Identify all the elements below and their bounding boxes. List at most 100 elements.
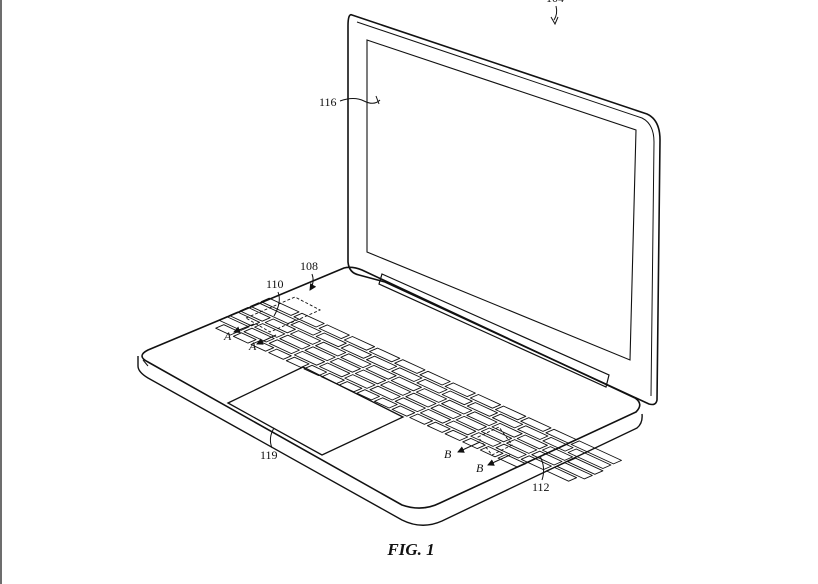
ref-112: 112 (532, 455, 550, 494)
keyboard-key (380, 381, 412, 396)
keyboard-key (365, 364, 397, 380)
keyboard-key (426, 421, 451, 433)
keyboard-key (369, 385, 401, 401)
keyboard-key (441, 390, 473, 406)
keyboard-key (441, 399, 473, 415)
keyboard-key (520, 455, 552, 471)
hinge (378, 273, 610, 388)
ref-116: 116 (319, 95, 381, 109)
keyboard-key (394, 359, 426, 374)
keyboard-key (268, 339, 300, 355)
keyboard-key (495, 443, 527, 459)
keyboard-key (293, 312, 325, 328)
keyboard-key (419, 370, 451, 386)
keyboard-key (492, 413, 524, 429)
keyboard-key (315, 332, 347, 348)
keyboard-key (567, 457, 604, 475)
keyboard-key (556, 462, 593, 480)
keyboard-key (354, 369, 387, 385)
keyboard-key (430, 404, 462, 420)
keyboard-key (344, 374, 376, 389)
section-arrow-a2: A (248, 334, 277, 353)
ref-108: 108 (300, 259, 318, 291)
keyboard-key (470, 432, 502, 447)
section-label-a1: A (223, 329, 232, 343)
key-region-outline-b (477, 426, 513, 456)
keyboard-key (542, 436, 574, 452)
keyboard-key (506, 439, 538, 454)
keyboard-key (444, 382, 476, 398)
keyboard-key (462, 437, 486, 450)
section-arrow-b1: B (444, 441, 481, 461)
keyboard-key (315, 341, 347, 357)
keyboard-key (329, 357, 361, 373)
keyboard-key (343, 336, 376, 351)
keyboard-key (466, 411, 498, 427)
section-label-b1: B (444, 447, 452, 461)
section-arrow-a1: A (223, 323, 255, 343)
section-label-a2: A (248, 339, 257, 353)
keyboard-key (497, 454, 527, 468)
keyboard-key (340, 353, 372, 369)
keyboard-key (479, 446, 504, 458)
keyboard-key (531, 450, 563, 466)
ref-110: 110 (266, 277, 284, 317)
keyboard-key (304, 346, 336, 362)
keyboard-key (405, 392, 437, 408)
keyboard (215, 297, 622, 482)
ref-116-label: 116 (319, 95, 337, 109)
keyboard-key (340, 344, 372, 359)
keyboard-key (570, 440, 622, 465)
display-screen (366, 39, 637, 361)
figure-caption: FIG. 1 (387, 540, 435, 559)
ref-119-label: 119 (260, 448, 278, 462)
keyboard-key (545, 428, 577, 444)
keyboard-key (369, 347, 401, 363)
keyboard-key (416, 378, 448, 394)
keyboard-key (444, 429, 469, 441)
keyboard-key (293, 350, 326, 366)
keyboard-key (366, 355, 398, 371)
ref-119: 119 (260, 427, 278, 462)
trackpad (226, 366, 405, 456)
keyboard-key (455, 415, 487, 431)
keyboard-key (466, 402, 498, 417)
keyboard-key (356, 389, 380, 401)
keyboard-key (321, 372, 345, 385)
ref-104: 104 (546, 0, 564, 26)
keyboard-key (419, 408, 452, 424)
keyboard-key (239, 306, 271, 322)
keyboard-key (516, 434, 548, 450)
keyboard-key (495, 405, 527, 421)
keyboard-key (318, 324, 350, 340)
keyboard-key (391, 405, 416, 417)
keyboard-key (541, 446, 574, 461)
keyboard-key (545, 466, 578, 482)
keyboard-key (390, 376, 422, 392)
keyboard-key (285, 356, 310, 368)
keyboard-key (319, 362, 351, 378)
keyboard-key (445, 420, 477, 436)
keyboard-key (264, 318, 296, 334)
base-housing (137, 266, 643, 526)
keyboard-key (303, 364, 328, 377)
keyboard-key (254, 323, 286, 338)
ref-112-label: 112 (532, 480, 550, 494)
keyboard-key (469, 394, 502, 409)
keyboard-key (289, 330, 322, 345)
keyboard-key (228, 311, 261, 327)
section-label-b2: B (476, 461, 484, 475)
ref-104-label: 104 (546, 0, 564, 5)
keyboard-key (250, 302, 297, 324)
keyboard-key (567, 448, 612, 469)
keyboard-key (260, 297, 300, 316)
ref-108-label: 108 (300, 259, 318, 273)
keyboard-key (480, 427, 513, 443)
keyboard-key (391, 367, 423, 382)
section-arrow-b2: B (476, 454, 511, 475)
keyboard-key (517, 425, 549, 440)
keyboard-key (279, 334, 311, 350)
ref-110-label: 110 (266, 277, 284, 291)
